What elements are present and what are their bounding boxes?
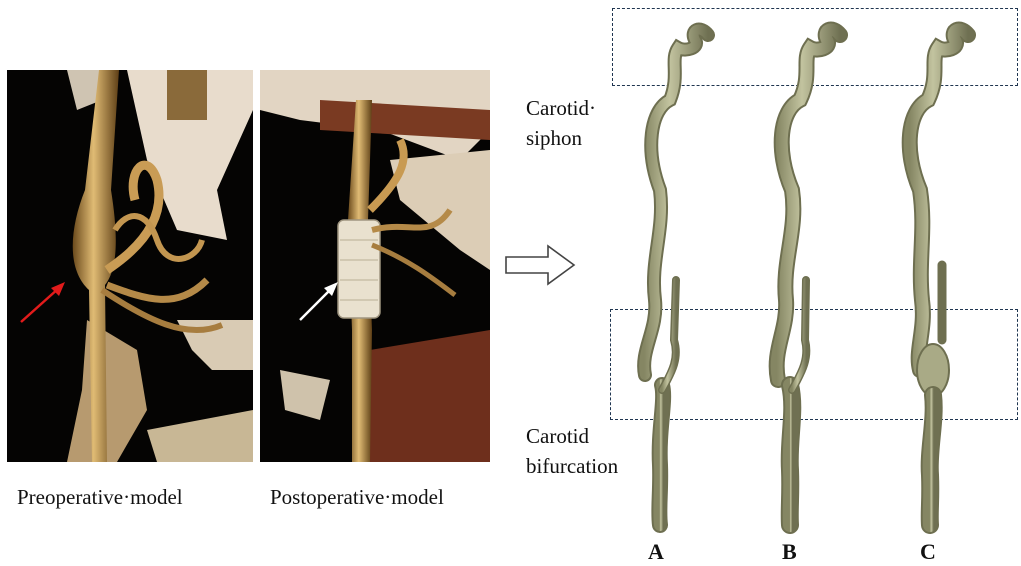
bifurcation-dashed-box [610,309,1018,420]
model-label-a: A [648,539,664,564]
right-outline-arrow-icon [504,243,576,287]
preoperative-image [7,70,253,462]
model-label-c: C [920,539,936,564]
vessel-models [637,21,976,534]
model-label-b: B [782,539,797,564]
postoperative-caption: Postoperative·model [270,485,444,509]
siphon-label-line2: siphon [526,126,583,151]
carotid-siphon-label: Carotid· siphon [526,93,596,154]
postoperative-image [260,70,490,462]
vessel-model-b [768,21,848,534]
preoperative-caption: Preoperative·model [17,485,183,509]
siphon-dashed-box [612,8,1018,86]
bifurcation-label-line1: Carotid [526,424,589,448]
vessel-model-a [637,22,715,533]
bifurcation-label-line2: bifurcation [526,454,619,479]
carotid-bifurcation-label: Carotid bifurcation [526,421,618,482]
siphon-label-line1: Carotid· [526,96,596,120]
vessel-model-c [901,21,976,534]
